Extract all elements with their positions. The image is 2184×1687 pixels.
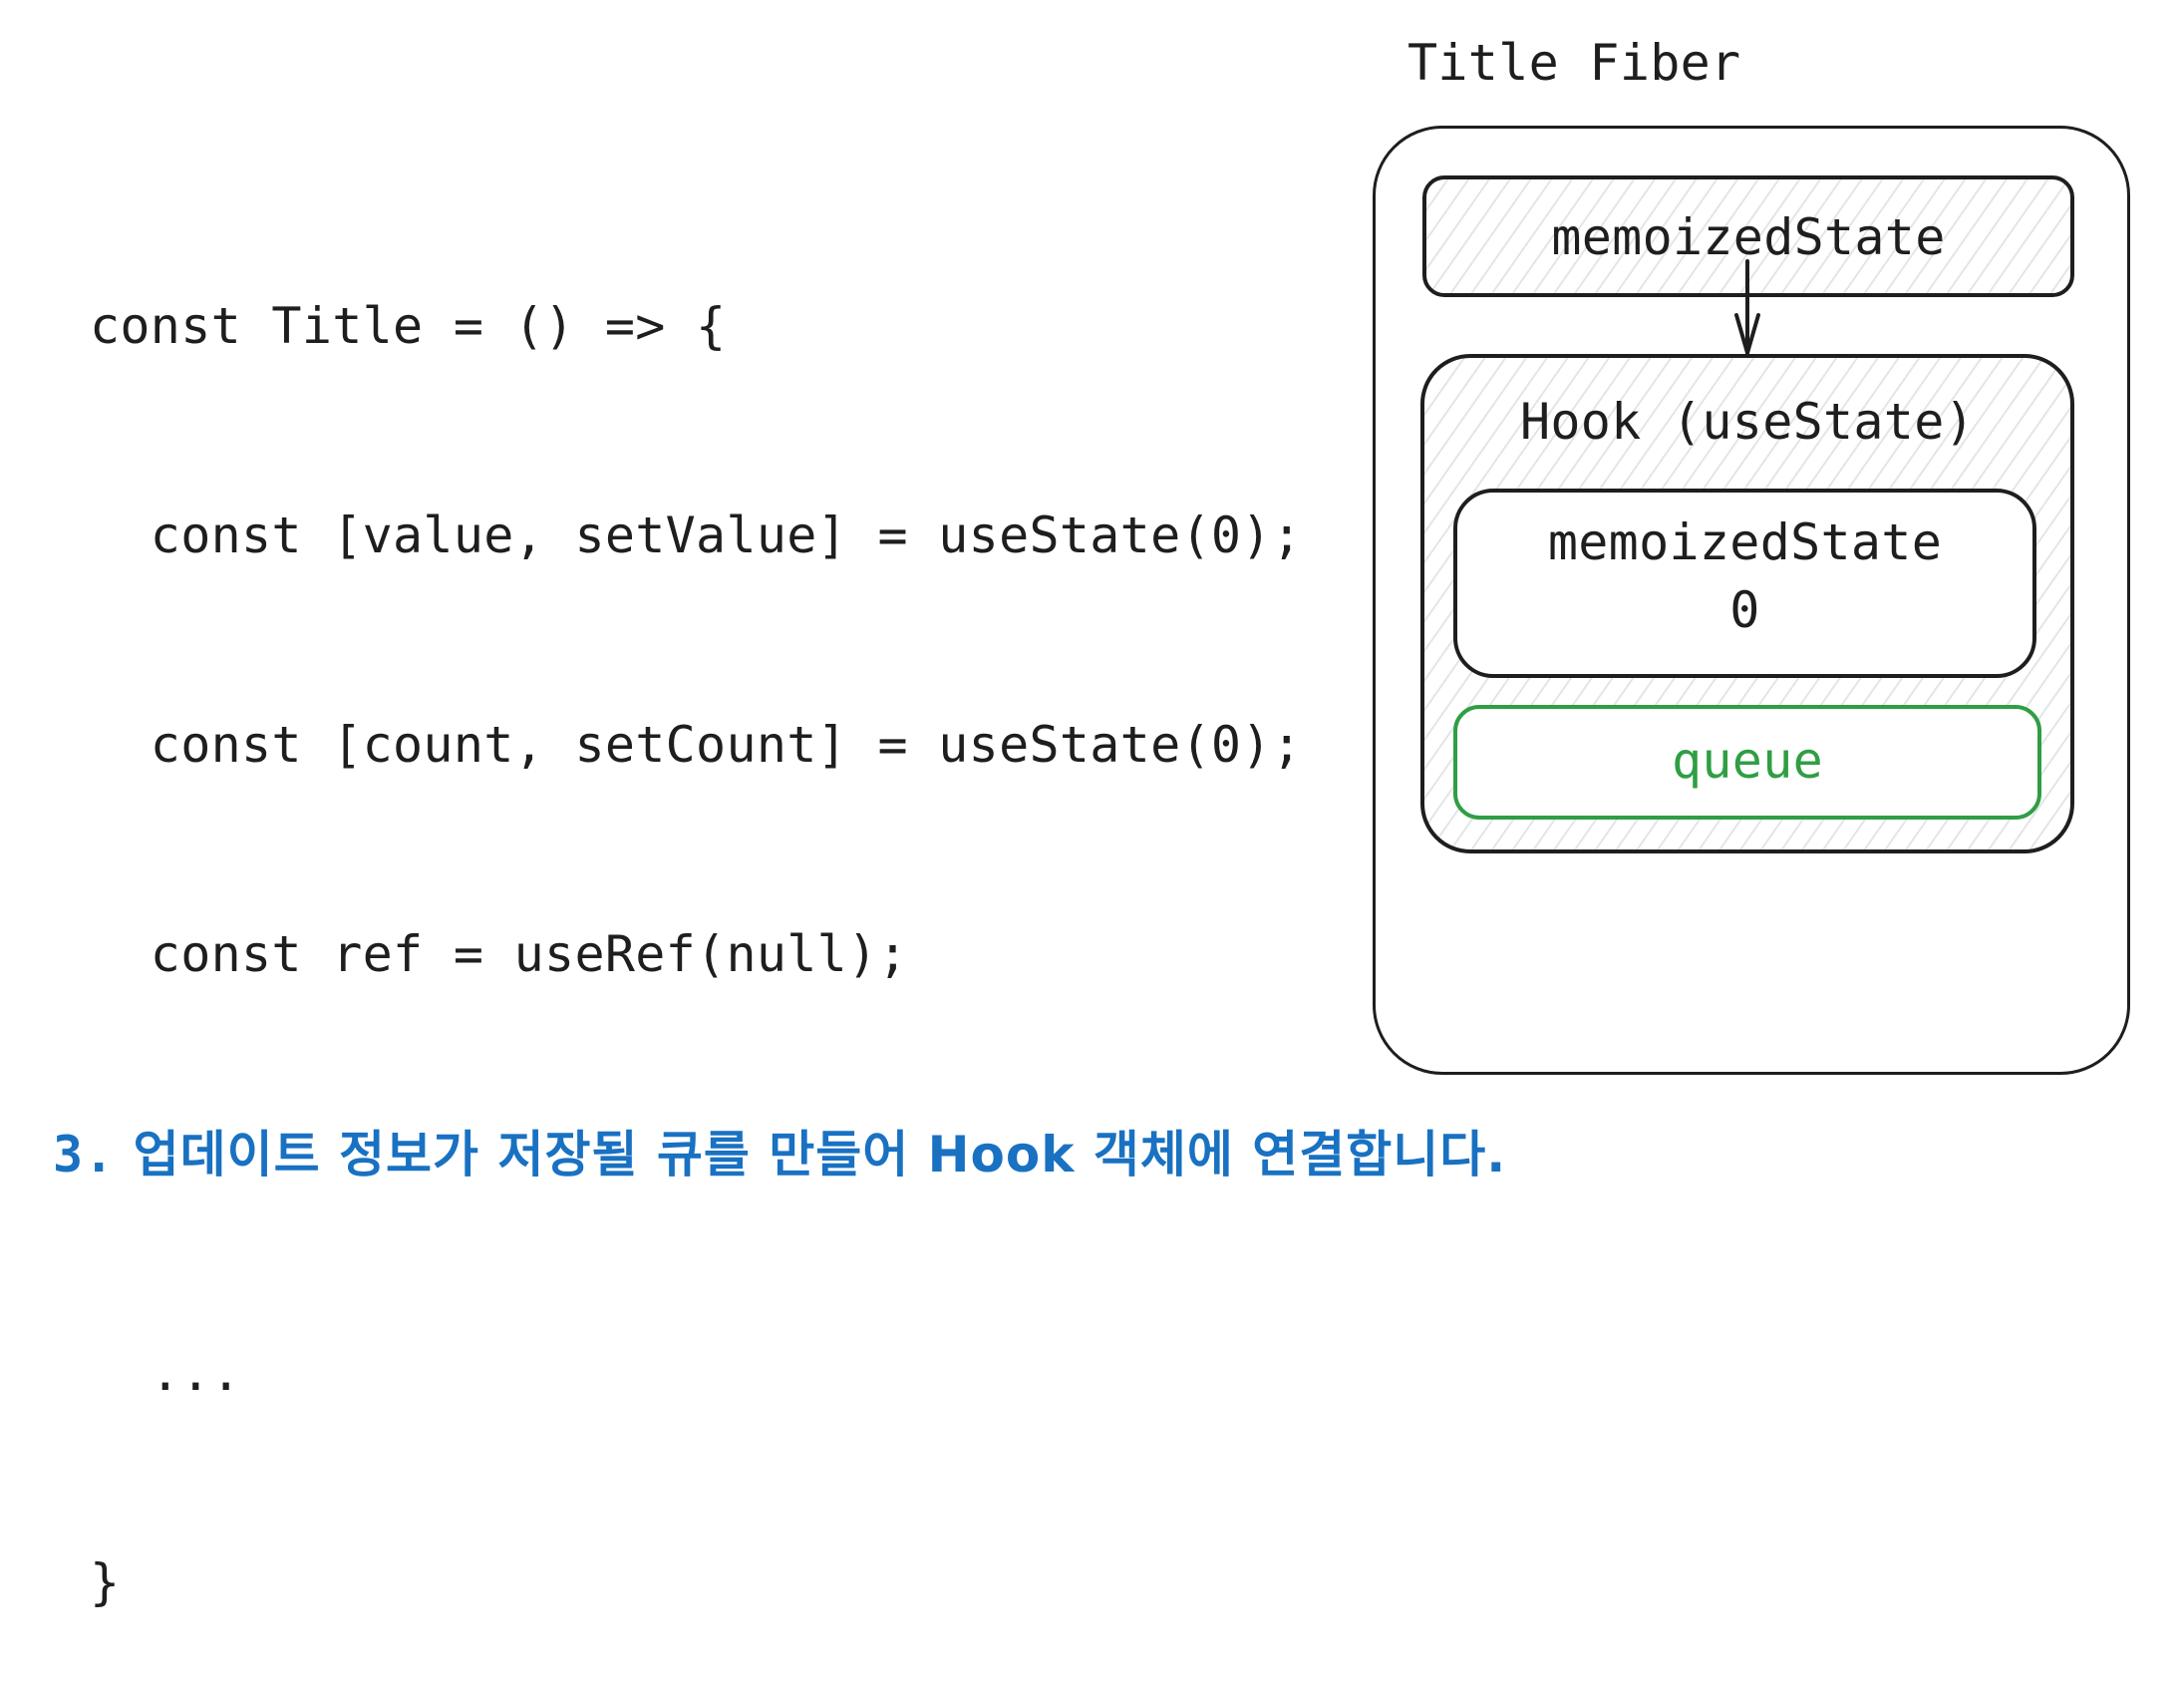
code-line: const [value, setValue] = useState(0); <box>90 506 1303 564</box>
code-line: } <box>90 1553 121 1611</box>
code-line: const [count, setCount] = useState(0); <box>90 716 1303 774</box>
code-line: const ref = useRef(null); <box>90 925 908 983</box>
step-number: 3. <box>53 1126 116 1183</box>
code-line: ... <box>90 1344 242 1402</box>
hook-queue-label: queue <box>1671 732 1823 790</box>
hook-memoized-state-field: memoizedState 0 <box>1453 489 2036 678</box>
hook-queue-field: queue <box>1453 705 2041 820</box>
fiber-title: Title Fiber <box>1407 34 1741 92</box>
code-line: const Title = () => { <box>90 297 727 355</box>
code-snippet: const Title = () => { const [value, setV… <box>90 152 1302 1687</box>
step-text: 업데이트 정보가 저장될 큐를 만들어 Hook 객체에 연결합니다. <box>133 1126 1507 1183</box>
hook-title: Hook (useState) <box>1519 393 1976 451</box>
fiber-memoized-state-label: memoizedState <box>1551 208 1946 266</box>
hook-memoized-state-value: 0 <box>1729 581 1760 639</box>
arrow-down-icon <box>1734 259 1760 355</box>
hook-memoized-state-label: memoizedState <box>1547 513 1943 571</box>
step-caption: 3. 업데이트 정보가 저장될 큐를 만들어 Hook 객체에 연결합니다. <box>53 1125 1506 1184</box>
